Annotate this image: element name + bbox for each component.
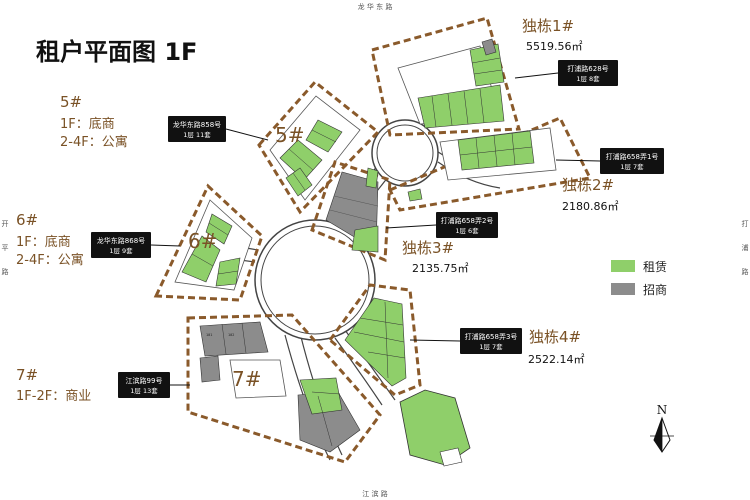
units-7-invest-top: [199, 321, 269, 357]
address-box-a1: 打浦路628号 1层 8套: [558, 60, 618, 86]
block-6: [153, 183, 264, 302]
unit-dividers-d3: [329, 195, 379, 223]
units-6-b: [205, 213, 233, 245]
address-box-a6: 龙华东路868号 1层 9套: [91, 232, 151, 258]
road-label-right-2: 浦: [742, 243, 749, 252]
building-6-line1: 1F：底商: [16, 234, 71, 250]
boundary-d1: [370, 16, 521, 137]
svg-text:101: 101: [206, 333, 212, 337]
units-d3-rent: [351, 225, 379, 253]
building-d2-name: 独栋2#: [562, 176, 614, 194]
road-label-left-2: 平: [2, 244, 9, 252]
svg-text:打浦路658弄2号: 打浦路658弄2号: [441, 216, 494, 225]
svg-text:1层 7套: 1层 7套: [479, 342, 503, 351]
svg-text:1层 8套: 1层 8套: [576, 74, 600, 83]
legend: 租赁 招商: [611, 260, 667, 297]
unit-dividers-5: [288, 129, 337, 191]
boundary-7: [186, 313, 382, 464]
unit-dividers-7: [221, 322, 341, 447]
park-shape: [399, 389, 471, 466]
building-d1-area: 5519.56㎡: [526, 40, 583, 53]
address-box-a3: 打浦路658弄2号 1层 6套: [436, 212, 498, 238]
boundary-6: [153, 183, 264, 302]
units-7-rent: [299, 377, 343, 415]
units-d4: [344, 297, 407, 387]
legend-swatch-rent: [611, 260, 635, 272]
north-arrow-icon: N: [650, 403, 674, 453]
boundary-5: [257, 79, 381, 215]
svg-text:1层 13套: 1层 13套: [130, 386, 158, 395]
building-d3-name: 独栋3#: [402, 239, 454, 257]
svg-text:打浦路658弄3号: 打浦路658弄3号: [465, 332, 518, 341]
building-6-name: 6#: [16, 211, 38, 229]
building-d1-name: 独栋1#: [522, 17, 574, 35]
svg-text:1层 6套: 1层 6套: [455, 226, 479, 235]
units-6-c: [215, 257, 241, 287]
building-5-line1: 1F：底商: [60, 116, 115, 132]
building-5-name: 5#: [60, 93, 82, 111]
mark-6: 6#: [188, 229, 217, 253]
unit-d2-small: [407, 188, 423, 202]
units-d2: [457, 130, 535, 171]
address-box-a7: 江滨路99号 1层 13套: [118, 372, 170, 398]
building-6-line2: 2-4F：公寓: [16, 252, 84, 268]
building-7-name: 7#: [16, 366, 38, 384]
legend-label-rent: 租赁: [643, 260, 667, 274]
block-d2: [387, 116, 593, 212]
unit-d1-invest: [481, 38, 497, 56]
road-label-right-1: 打: [742, 219, 749, 228]
unit-d3-small: [365, 167, 379, 189]
building-d3-area: 2135.75㎡: [412, 262, 469, 275]
block-d4: [327, 283, 422, 397]
road-label-right-3: 路: [742, 267, 749, 276]
boundary-d4: [327, 283, 422, 397]
main-roundabout-inner: [260, 225, 370, 335]
unit-dividers-d2: [459, 132, 533, 169]
unit-dividers-6: [191, 222, 239, 275]
block-5: [257, 79, 381, 215]
svg-text:龙华东路858号: 龙华东路858号: [173, 120, 221, 129]
legend-swatch-invest: [611, 283, 635, 295]
block-7: 101 102: [186, 313, 382, 464]
small-roundabout-inner: [376, 124, 434, 182]
address-box-a5: 龙华东路858号 1层 11套: [168, 116, 226, 142]
block-d1: [370, 16, 521, 137]
building-7-line1: 1F-2F：商业: [16, 389, 91, 404]
svg-text:1层 11套: 1层 11套: [183, 130, 211, 139]
address-box-a2: 打浦路658弄1号 1层 7套: [600, 148, 664, 174]
address-box-a4: 打浦路658弄3号 1层 7套: [460, 328, 522, 354]
svg-text:102: 102: [228, 333, 234, 337]
outline-7-mid: [229, 359, 287, 399]
park-area: [399, 389, 471, 467]
callout-lines: [150, 72, 601, 386]
svg-text:1层 7套: 1层 7套: [620, 162, 644, 171]
north-label: N: [657, 403, 668, 417]
block-d3: [310, 160, 392, 263]
units-5-c: [285, 167, 313, 197]
road-label-left-1: 开: [2, 220, 9, 228]
svg-text:打浦路658弄1号: 打浦路658弄1号: [606, 152, 659, 161]
building-d2-area: 2180.86㎡: [562, 200, 619, 213]
svg-text:打浦路628号: 打浦路628号: [567, 64, 608, 73]
park-kiosk: [439, 447, 463, 467]
svg-text:1层 9套: 1层 9套: [109, 246, 133, 255]
building-d4-area: 2522.14㎡: [528, 353, 585, 366]
units-7-invest-left: [199, 355, 221, 383]
mark-5: 5#: [275, 123, 304, 147]
svg-text:龙华东路868号: 龙华东路868号: [97, 236, 145, 245]
road-label-left-3: 路: [2, 267, 9, 276]
road-label-top: 龙 华 东 路: [358, 2, 393, 11]
legend-label-invest: 招商: [643, 282, 667, 297]
building-5-line2: 2-4F：公寓: [60, 134, 128, 150]
building-d4-name: 独栋4#: [529, 328, 581, 346]
unit-dividers-d1: [431, 57, 503, 128]
svg-text:江滨路99号: 江滨路99号: [126, 376, 163, 385]
units-d1-row: [417, 84, 505, 129]
page-title: 租户平面图 1F: [36, 38, 197, 66]
road-label-bottom: 江 滨 路: [362, 489, 387, 498]
unit-dividers-d4: [353, 301, 406, 379]
mark-7: 7#: [232, 367, 261, 391]
